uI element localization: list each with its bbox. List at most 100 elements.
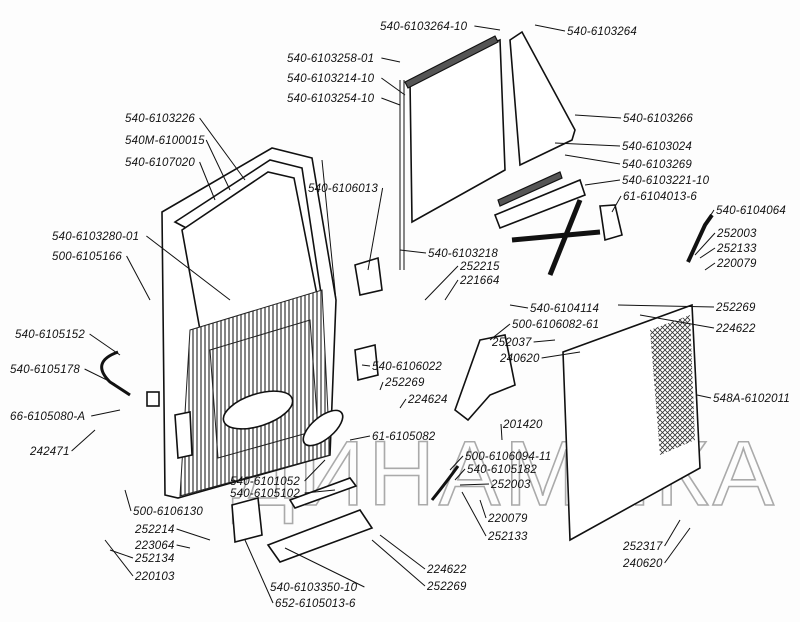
leader-line — [379, 534, 426, 570]
part-label: 540-6104114 — [530, 303, 599, 315]
part-label: 224624 — [407, 394, 448, 406]
part-label: 540-6106013 — [308, 183, 378, 195]
part-label: 540-6103218 — [428, 248, 498, 260]
part-label: 252037 — [491, 337, 532, 349]
leader-line — [304, 459, 326, 482]
part-label: 224622 — [715, 323, 756, 335]
leader-lines — [71, 24, 716, 604]
leader-line — [611, 195, 622, 213]
part-label: 500-6106130 — [133, 506, 203, 518]
part-label: 66-6105080-A — [10, 411, 85, 423]
part-label: 500-6106094-11 — [465, 451, 551, 463]
leader-line — [564, 154, 621, 165]
part-label: 540-6103350-10 — [270, 582, 358, 594]
part-label: 540-6105182 — [467, 464, 537, 476]
part-label: 540-6103280-01 — [52, 231, 139, 243]
leader-line — [704, 209, 715, 225]
door-frame — [161, 147, 337, 499]
leader-line — [424, 265, 459, 301]
leader-line — [474, 25, 501, 31]
leader-line — [124, 489, 132, 512]
part-label: 252269 — [426, 581, 467, 593]
leader-line — [461, 491, 487, 537]
part-label: 252134 — [134, 553, 175, 565]
part-label: 252269 — [715, 302, 756, 314]
part-label: 240620 — [499, 353, 540, 365]
leader-line — [696, 394, 712, 399]
leader-line — [574, 114, 622, 119]
leader-line — [205, 139, 231, 191]
part-label: 500-6106082-61 — [512, 319, 599, 331]
leader-line — [244, 539, 274, 604]
leader-line — [284, 547, 365, 588]
leader-line — [489, 323, 511, 341]
part-label: 252133 — [716, 243, 757, 255]
part-label: 540-6106022 — [372, 361, 442, 373]
leader-line — [554, 142, 621, 147]
leader-line — [541, 351, 581, 359]
part-label: 252215 — [459, 261, 500, 273]
part-label: 540-6103221-10 — [622, 175, 710, 187]
leader-line — [371, 539, 426, 587]
part-label: 540-6105178 — [10, 364, 80, 376]
leader-line — [104, 539, 134, 577]
leader-line — [639, 314, 715, 329]
leader-line — [381, 57, 401, 63]
part-label: 220079 — [487, 513, 528, 525]
part-label: 540-6105102 — [230, 488, 300, 500]
leader-line — [91, 409, 121, 417]
leader-line — [694, 232, 716, 256]
window-regulator — [511, 199, 714, 276]
part-label: 500-6105166 — [52, 251, 122, 263]
part-label: 540-6103269 — [622, 159, 692, 171]
leader-line — [399, 398, 407, 409]
part-label: 240620 — [622, 558, 663, 570]
part-label: 61-6105082 — [372, 431, 436, 443]
leader-line — [449, 455, 464, 471]
part-label: 224622 — [426, 564, 467, 576]
part-label: 252214 — [134, 524, 175, 536]
part-label: 540-6103264 — [567, 26, 637, 38]
leader-line — [367, 187, 384, 271]
leader-line — [89, 333, 121, 356]
leader-line — [664, 519, 681, 547]
leader-line — [509, 304, 529, 309]
leader-line — [361, 364, 371, 367]
part-label: 540-6103024 — [622, 141, 692, 153]
part-label: 221664 — [459, 275, 500, 287]
leader-line — [199, 117, 246, 181]
part-label: 652-6105013-6 — [275, 598, 356, 610]
leader-line — [699, 247, 716, 259]
part-label: 61-6104013-6 — [623, 191, 697, 203]
part-label: 252317 — [622, 541, 663, 553]
part-label: 548A-6102011 — [713, 393, 790, 405]
part-label: 252269 — [384, 377, 425, 389]
part-label: 540-6103254-10 — [287, 93, 375, 105]
part-label: 540-6105152 — [15, 329, 85, 341]
part-label: 540-6103258-01 — [287, 53, 374, 65]
part-label: 220103 — [134, 571, 175, 583]
part-label: 252003 — [490, 479, 531, 491]
leader-line — [584, 179, 621, 186]
leader-line — [199, 161, 216, 201]
leader-line — [304, 489, 336, 494]
part-label: 540-6103214-10 — [287, 73, 375, 85]
leader-line — [479, 499, 487, 519]
part-label: 252003 — [716, 228, 757, 240]
leader-line — [71, 429, 96, 452]
leader-line — [349, 435, 371, 441]
leader-line — [84, 368, 116, 385]
leader-line — [459, 483, 490, 486]
part-label: 540-6103264-10 — [380, 21, 468, 33]
leader-line — [664, 527, 691, 564]
part-label: 223064 — [134, 540, 175, 552]
part-label: 242471 — [29, 446, 70, 458]
part-label: 540-6103226 — [125, 113, 195, 125]
part-label: 540M-6100015 — [125, 135, 205, 147]
window-glass — [399, 30, 586, 270]
part-number-labels: 540-6103264-10 540-6103264 540-6103258-01 5… — [10, 21, 790, 610]
leader-line — [444, 279, 459, 301]
leader-line — [534, 24, 566, 32]
leader-line — [454, 468, 466, 481]
